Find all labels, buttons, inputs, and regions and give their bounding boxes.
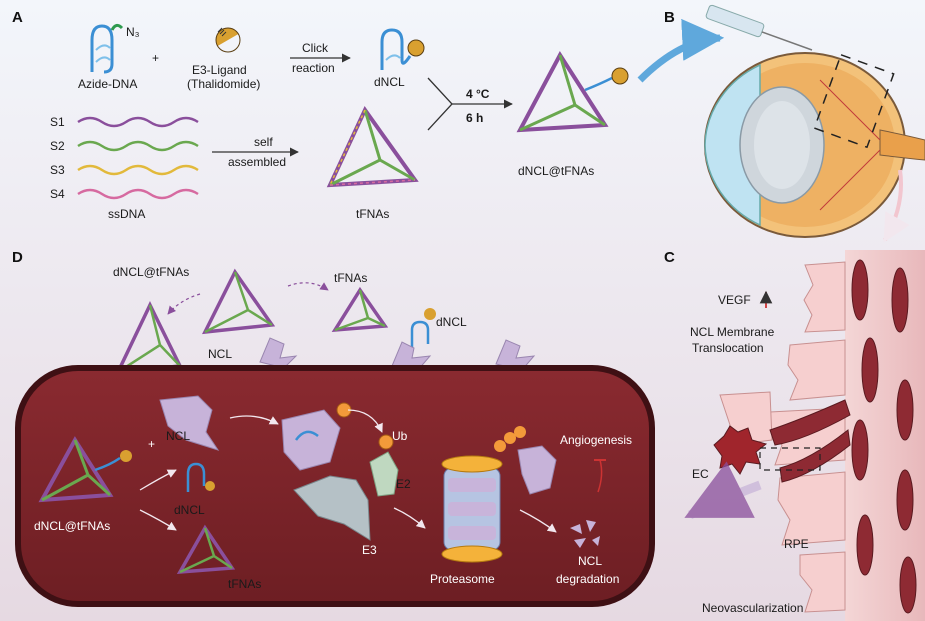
ncl-membrane-label-2: Translocation [692, 341, 764, 355]
neovascularization-label: Neovascularization [702, 601, 803, 615]
ncl-inside-label: NCL [166, 429, 190, 443]
top-tfna-3 [331, 286, 389, 333]
ncl-degradation-label-2: degradation [556, 572, 619, 586]
e3-ligand-label: E3-Ligand [192, 63, 247, 77]
dncl-inside-label: dNCL [174, 503, 205, 517]
syringe-icon [705, 4, 813, 51]
dissociation-arrow-down [139, 509, 177, 531]
inner-dncl-tfna [38, 436, 132, 503]
binding-arrow [167, 293, 201, 315]
angiogenesis-label: Angiogenesis [560, 433, 632, 447]
panel-d-label: D [12, 249, 23, 266]
cytosol-ncl [159, 395, 220, 451]
zoom-arrow-b-to-c [883, 169, 910, 243]
to-proteasome-arrow [393, 507, 426, 529]
strand-s2 [77, 140, 199, 152]
inhibition-line [597, 459, 603, 493]
injection-arrow [637, 18, 725, 83]
proteasome-icon [441, 455, 503, 563]
top-dncl [410, 308, 436, 348]
plus-sign-d: + [148, 437, 155, 451]
strand-s2-label: S2 [50, 139, 65, 153]
e3-label: E3 [362, 543, 377, 557]
strand-s3-label: S3 [50, 163, 65, 177]
strand-s1 [77, 116, 199, 128]
release-arrow [287, 282, 329, 291]
click-label-1: Click [302, 41, 329, 55]
thalidomide-label: (Thalidomide) [187, 77, 260, 91]
ub-chain-ncl [494, 426, 557, 495]
product-label: dNCL@tFNAs [518, 164, 594, 178]
tfnas-top-label: tFNAs [334, 271, 367, 285]
strand-s3 [77, 164, 199, 176]
e2-label: E2 [396, 477, 411, 491]
e3-ligand-icon [215, 27, 241, 53]
panel-a: A N₃ Azide-DNA + E3-Ligand (Thalidomide)… [12, 9, 725, 221]
azide-group-label: N₃ [126, 25, 140, 39]
strand-s1-label: S1 [50, 115, 65, 129]
to-degradation-arrow [519, 509, 557, 533]
panel-c: C [664, 249, 925, 621]
vegf-label: VEGF [718, 293, 751, 307]
panel-a-label: A [12, 9, 23, 26]
strand-s4 [77, 188, 199, 200]
time-label: 6 h [466, 111, 483, 125]
inner-tfna [176, 524, 236, 574]
panel-d: D dNCL@tFNAs tFNAs dNCL NCL [12, 249, 655, 607]
dncl-top-label: dNCL [436, 315, 467, 329]
self-label-1: self [254, 135, 273, 149]
ncl-fragments [570, 520, 600, 548]
ncl-membrane-label-1: NCL Membrane [690, 325, 775, 339]
plus-sign-a: + [152, 51, 159, 65]
proteasome-label: Proteasome [430, 572, 495, 586]
inner-dncl [186, 462, 215, 492]
panel-b: B [664, 4, 925, 243]
dissociation-arrow-up [139, 469, 177, 491]
ncl-degradation-label-1: NCL [578, 554, 602, 568]
dncl-tfnas-inside-label: dNCL@tFNAs [34, 519, 110, 533]
self-label-2: assembled [228, 155, 286, 169]
top-tfna-2 [202, 268, 276, 335]
ec-zoom-box [759, 447, 821, 471]
dncl-icon [380, 28, 425, 70]
ncl-top-label: NCL [208, 347, 232, 361]
tfnas-inside-label: tFNAs [228, 577, 261, 591]
tfna-tetrahedron-icon [326, 106, 419, 188]
neovasc-arrow [684, 461, 762, 520]
azide-dna-icon [90, 23, 124, 74]
ub-label: Ub [392, 429, 408, 443]
rpe-label: RPE [784, 537, 809, 551]
membrane-ncl-proteins [259, 337, 536, 371]
ssdna-label: ssDNA [108, 207, 145, 221]
dncl-label-a: dNCL [374, 75, 405, 89]
ternary-complex [281, 402, 399, 541]
tfnas-label-a: tFNAs [356, 207, 389, 221]
vessel-cells [769, 259, 917, 614]
dncl-tfnas-top-label: dNCL@tFNAs [113, 265, 189, 279]
strand-s4-label: S4 [50, 187, 65, 201]
azide-dna-label: Azide-DNA [78, 77, 137, 91]
rpe-cells [719, 261, 846, 613]
temperature-label: 4 °C [466, 87, 490, 101]
zoom-box [813, 53, 895, 149]
dncl-tfna-product-icon [516, 51, 629, 133]
ec-label: EC [692, 467, 709, 481]
eyeball-illustration [704, 52, 925, 238]
ncl-binding-arrow [229, 415, 279, 425]
ssdna-strands: S1 S2 S3 S4 [50, 115, 199, 201]
click-label-2: reaction [292, 61, 335, 75]
panel-b-label: B [664, 9, 675, 26]
panel-c-label: C [664, 249, 675, 266]
